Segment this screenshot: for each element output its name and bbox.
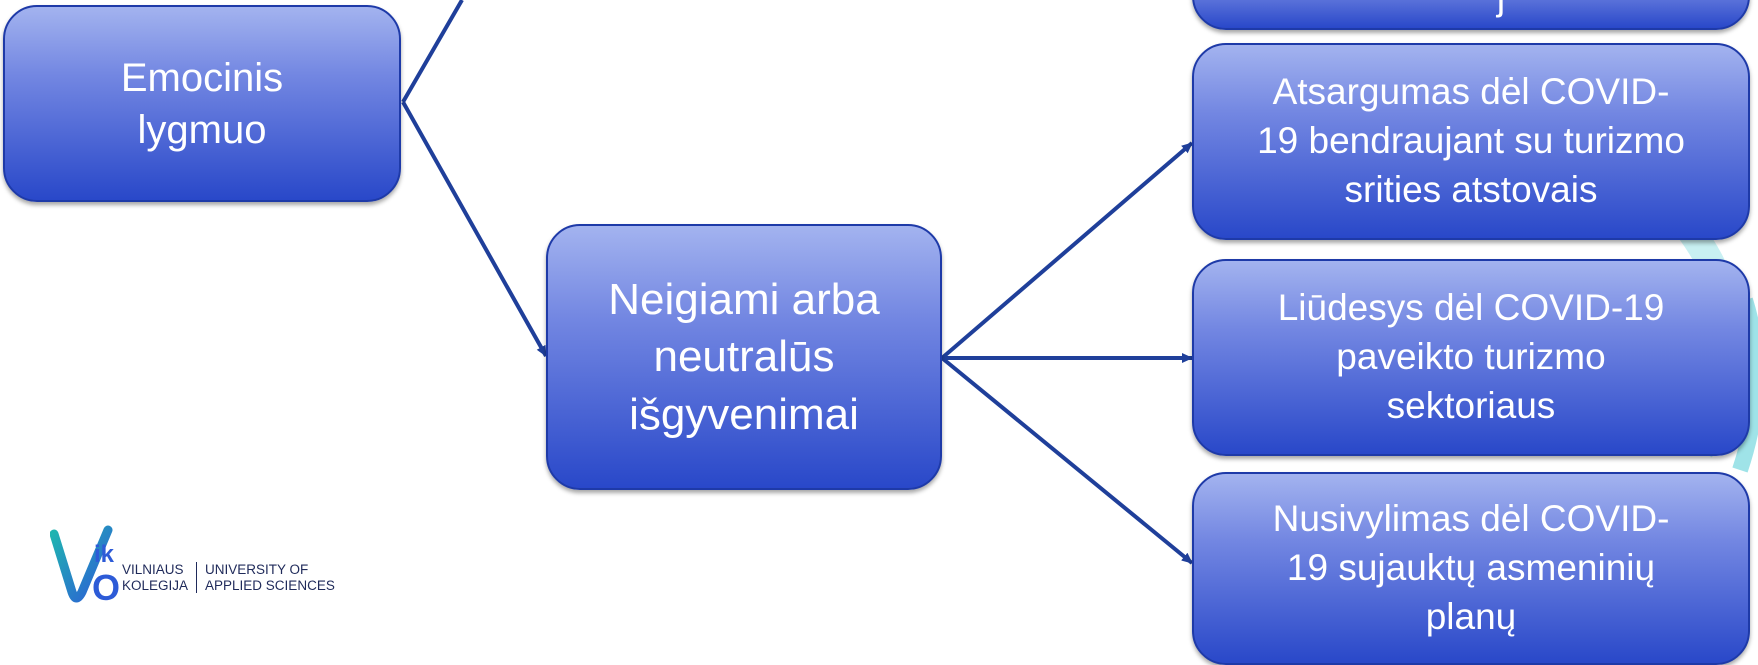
- viko-logo-mark: ik O: [50, 525, 120, 608]
- logo-left-line2: KOLEGIJA: [122, 577, 189, 593]
- node-neigiami-isgyvenimai-label: Neigiami arba neutralūs išgyvenimai: [608, 275, 880, 439]
- node-nusivylimas: Nusivylimas dėl COVID- 19 sujauktų asmen…: [1192, 472, 1750, 665]
- logo-left-line1: VILNIAUS: [122, 562, 184, 577]
- node-top-cut: j: [1192, 0, 1750, 30]
- connector-to-nusivylimas: [940, 356, 1194, 565]
- node-atsargumas-label: Atsargumas dėl COVID- 19 bendraujant su …: [1257, 71, 1685, 210]
- viko-logo-text: VILNIAUS KOLEGIJA UNIVERSITY OF APPLIED …: [122, 562, 335, 594]
- connector-emocinis-to-neigiami: [401, 101, 548, 357]
- viko-logo-letter-bottom: O: [92, 567, 120, 608]
- logo-right-line1: UNIVERSITY OF: [205, 562, 309, 577]
- connector-up-offscreen: [401, 0, 464, 104]
- node-emocinis-lygmuo-label: Emocinis lygmuo: [120, 55, 284, 152]
- node-liudesys: Liūdesys dėl COVID-19 paveikto turizmo s…: [1192, 259, 1750, 456]
- node-emocinis-lygmuo: Emocinis lygmuo: [3, 5, 401, 202]
- node-neigiami-isgyvenimai: Neigiami arba neutralūs išgyvenimai: [546, 224, 942, 490]
- viko-logo: ik O VILNIAUS KOLEGIJA UNIVERSITY OF APP…: [50, 522, 380, 618]
- logo-right-line2: APPLIED SCIENCES: [205, 577, 335, 593]
- connector-to-atsargumas: [940, 141, 1194, 360]
- node-top-cut-label: j: [1497, 0, 1505, 22]
- node-liudesys-label: Liūdesys dėl COVID-19 paveikto turizmo s…: [1277, 287, 1665, 426]
- node-nusivylimas-label: Nusivylimas dėl COVID- 19 sujauktų asmen…: [1272, 498, 1670, 637]
- node-atsargumas: Atsargumas dėl COVID- 19 bendraujant su …: [1192, 43, 1750, 240]
- viko-logo-letters-top: ik: [94, 541, 115, 568]
